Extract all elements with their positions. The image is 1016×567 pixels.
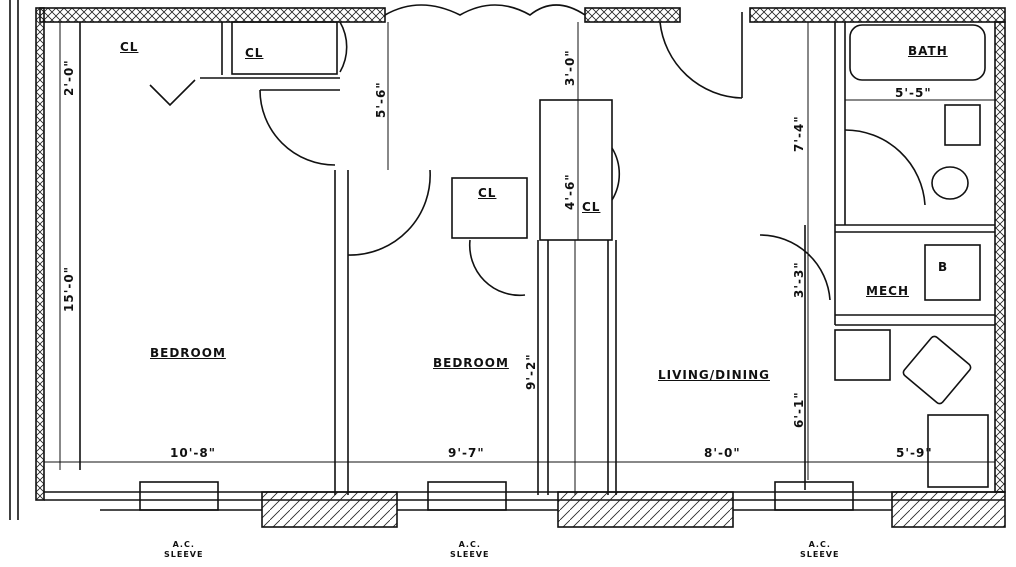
closet-label: CL: [478, 186, 497, 200]
dim-7-4: 7'-4": [792, 115, 806, 152]
top-wall-left: [39, 7, 386, 23]
top-wall-right: [749, 7, 1006, 23]
top-window: [384, 4, 586, 16]
dim-10-8: 10'-8": [170, 446, 216, 460]
dim-3-3: 3'-3": [792, 261, 806, 298]
boiler-label: B: [938, 260, 949, 274]
ac-line2: SLEEVE: [164, 550, 204, 559]
dim-5-6: 5'-6": [374, 81, 388, 118]
dim-5-9: 5'-9": [896, 446, 933, 460]
dim-8-0: 8'-0": [704, 446, 741, 460]
closet-label: CL: [582, 200, 601, 214]
ac-line1: A.C.: [172, 540, 195, 549]
mech-label: MECH: [866, 284, 909, 298]
bedroom-1-label: BEDROOM: [150, 346, 226, 360]
ac-line1: A.C.: [808, 540, 831, 549]
bath-label: BATH: [908, 44, 948, 58]
closet-label: CL: [245, 46, 264, 60]
left-wall: [35, 7, 45, 501]
dim-9-2: 9'-2": [524, 353, 538, 390]
living-dining-label: LIVING/DINING: [658, 368, 770, 382]
bedroom-2-label: BEDROOM: [433, 356, 509, 370]
ac-line2: SLEEVE: [450, 550, 490, 559]
dim-9-7: 9'-7": [448, 446, 485, 460]
dim-5-5: 5'-5": [895, 86, 932, 100]
ac-sleeve-label: A.C.SLEEVE: [164, 540, 203, 560]
dim-4-6: 4'-6": [563, 173, 577, 210]
ac-line2: SLEEVE: [800, 550, 840, 559]
ac-sleeve-label: A.C.SLEEVE: [450, 540, 489, 560]
right-wall: [994, 21, 1006, 493]
ac-line1: A.C.: [458, 540, 481, 549]
dim-3-0: 3'-0": [563, 49, 577, 86]
dim-2-0: 2'-0": [62, 59, 76, 96]
dim-6-1: 6'-1": [792, 391, 806, 428]
dim-15-0: 15'-0": [62, 266, 76, 312]
closet-label: CL: [120, 40, 139, 54]
ac-sleeve-label: A.C.SLEEVE: [800, 540, 839, 560]
